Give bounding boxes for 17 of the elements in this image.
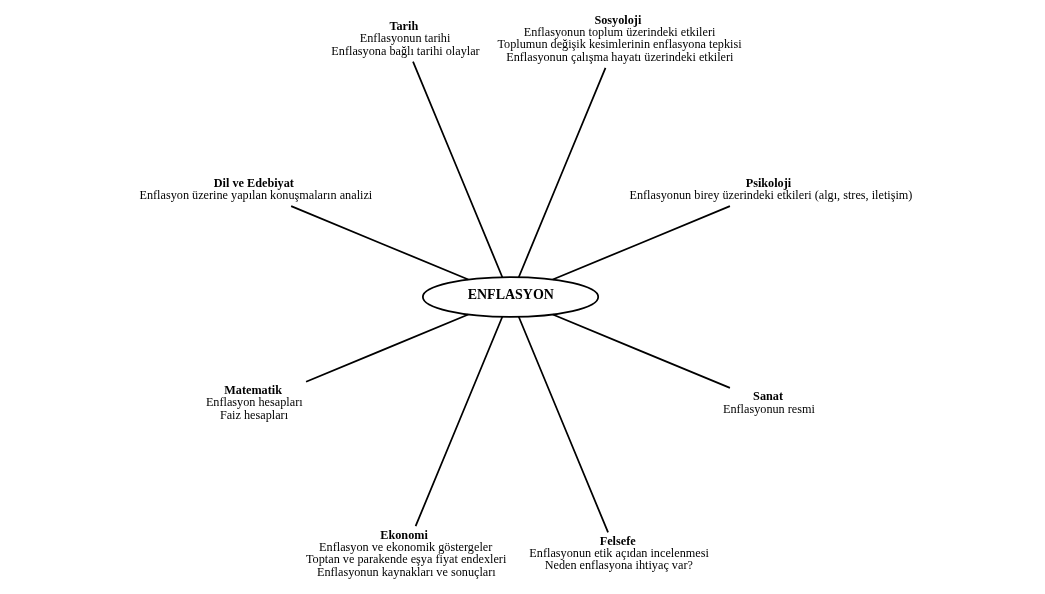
connector [289,205,469,281]
connector [517,66,606,279]
node-text: Ekonomi Enflasyon ve ekonomik göstergeler Toptan ve parakende eşya fiyat endexleri Enflasyonun kaynakları ve sonuçları [305,527,506,579]
connector [517,315,609,534]
node-text: Psikoloji Enflasyonun birey üzerindeki etkileri (algı, stres, iletişim) [628,176,912,203]
node-ellipse: ENFLASYON [421,276,599,318]
connector [551,313,731,389]
node-text: Sosyoloji Enflasyonun toplum üzerindeki etkileri Toplumun değişik kesimlerinin enflasyona tepkisi Enflasyonun çalışma hayatı üzerindeki etkileri [496,13,742,64]
connector [551,205,731,281]
connector [414,315,503,528]
node-text: Matematik Enflasyon hesapları Faiz hesapları [205,383,303,422]
node-text: Tarih Enflasyonun tarihi Enflasyona bağlı tarihi olaylar [330,19,480,58]
node-text: Dil ve Edebiyat Enflasyon üzerine yapılan konuşmaların analizi [138,176,372,203]
node-text: Sanat Enflasyonun resmi [722,389,815,416]
node-text: Felsefe Enflasyonun etik açıdan incelenmesi Neden enflasyona ihtiyaç var? [528,534,709,573]
connector [411,60,503,279]
connector [304,313,469,383]
